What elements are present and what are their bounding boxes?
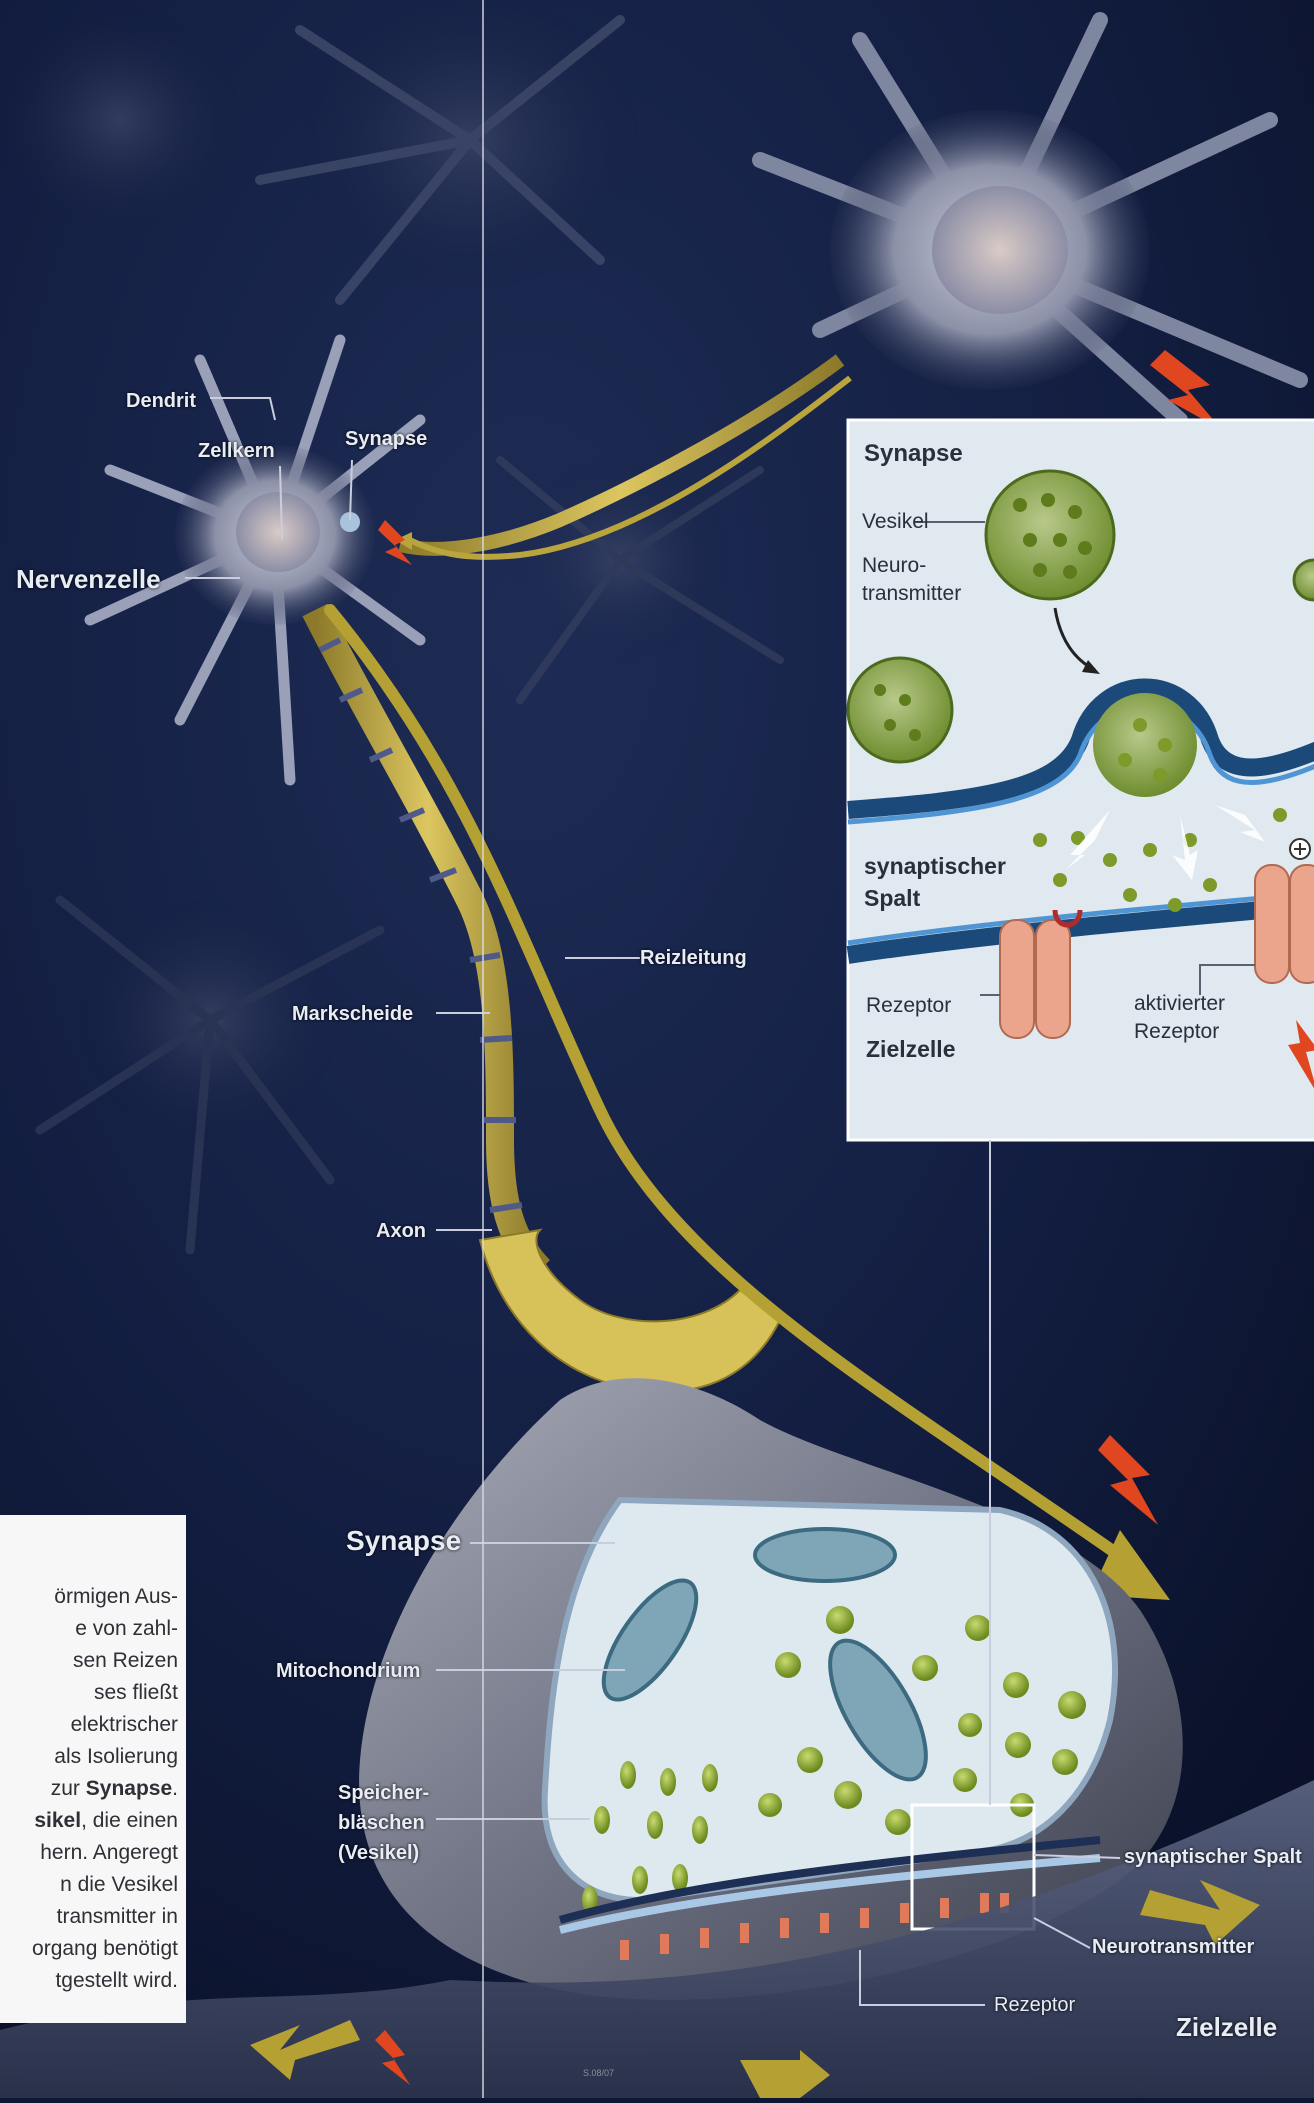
label-nervenzelle: Nervenzelle — [16, 564, 161, 595]
label-mitochondrium: Mitochondrium — [276, 1660, 420, 1683]
text-line-7-start: zur — [51, 1777, 86, 1800]
text-line-13: tgestellt wird. — [55, 1969, 178, 1993]
label-zellkern: Zellkern — [198, 440, 275, 463]
text-line-12: organg benötigt — [32, 1937, 178, 1961]
text-line-1: örmigen Aus- — [54, 1585, 178, 1609]
label-synapse-large: Synapse — [346, 1525, 461, 1557]
label-axon: Axon — [376, 1220, 426, 1243]
inset-label-spalt-line2: Spalt — [864, 882, 1006, 914]
text-bold-synapse: Synapse — [86, 1777, 172, 1800]
inset-label-spalt: synaptischer Spalt — [864, 850, 1006, 914]
text-line-5: elektrischer — [71, 1713, 178, 1737]
text-line-2: e von zahl- — [75, 1617, 178, 1641]
label-vesikel-line3: (Vesikel) — [338, 1838, 429, 1868]
description-textbox: örmigen Aus- e von zahl- sen Reizen ses … — [0, 1515, 186, 2023]
label-vesikel-line2: bläschen — [338, 1808, 429, 1838]
inset-label-neuro-line2: transmitter — [862, 580, 961, 608]
text-line-7: zur Synapse. — [51, 1777, 178, 1801]
label-synapse-small: Synapse — [345, 428, 427, 451]
label-markscheide: Markscheide — [292, 1003, 413, 1026]
inset-label-neuro-line1: Neuro- — [862, 552, 961, 580]
label-reizleitung: Reizleitung — [640, 947, 747, 970]
inset-label-rezeptor: Rezeptor — [866, 992, 951, 1020]
text-line-6: als Isolierung — [54, 1745, 178, 1769]
inset-label-spalt-line1: synaptischer — [864, 850, 1006, 882]
text-line-8-end: , die einen — [81, 1809, 178, 1832]
text-line-4: ses fließt — [94, 1681, 178, 1705]
text-bold-vesikel: sikel — [34, 1809, 81, 1832]
inset-label-vesikel: Vesikel — [862, 508, 929, 536]
text-line-9: hern. Angeregt — [40, 1841, 178, 1865]
label-synaptischer-spalt: synaptischer Spalt — [1124, 1846, 1302, 1869]
inset-label-zielzelle: Zielzelle — [866, 1036, 955, 1063]
text-line-8: sikel, die einen — [34, 1809, 178, 1833]
page-marker: S.08/07 — [583, 2068, 614, 2078]
label-zielzelle: Zielzelle — [1176, 2012, 1277, 2043]
label-dendrit: Dendrit — [126, 390, 196, 413]
text-line-7-end: . — [172, 1777, 178, 1800]
inset-label-aktiv-line2: Rezeptor — [1134, 1018, 1225, 1046]
label-vesikel-line1: Speicher- — [338, 1778, 429, 1808]
inset-label-aktiv-line1: aktivierter — [1134, 990, 1225, 1018]
inset-label-aktivierter-rezeptor: aktivierter Rezeptor — [1134, 990, 1225, 1046]
inset-label-neurotransmitter: Neuro- transmitter — [862, 552, 961, 608]
label-vesikel: Speicher- bläschen (Vesikel) — [338, 1778, 429, 1868]
text-line-11: transmitter in — [57, 1905, 178, 1929]
inset-title: Synapse — [864, 440, 963, 468]
text-line-10: n die Vesikel — [60, 1873, 178, 1897]
label-neurotransmitter: Neurotransmitter — [1092, 1936, 1254, 1959]
label-rezeptor: Rezeptor — [994, 1994, 1075, 2017]
text-line-3: sen Reizen — [73, 1649, 178, 1673]
